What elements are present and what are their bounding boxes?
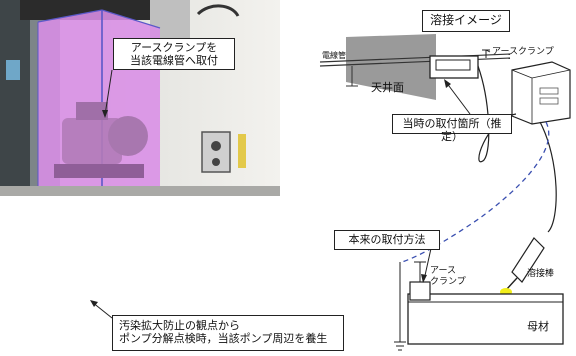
rod-label: 溶接棒 <box>527 269 555 279</box>
ceiling-clamp <box>429 55 479 79</box>
welding-image-title: 溶接イメージ <box>422 10 510 32</box>
proper-clamp-label-line2: クランプ <box>430 277 466 287</box>
welder-machine <box>511 61 571 125</box>
then-location-callout: 当時の取付箇所（推定） <box>392 114 512 143</box>
conduit-label: 電線管 <box>322 51 346 60</box>
protection-callout: 汚染拡大防止の観点から ポンプ分解点検時，当該ポンプ周辺を養生 <box>112 315 344 351</box>
proper-clamp <box>409 281 431 301</box>
protection-callout-line2: ポンプ分解点検時，当該ポンプ周辺を養生 <box>119 332 328 345</box>
base-metal-label: 母材 <box>527 320 549 333</box>
then-location-text: 当時の取付箇所（推定） <box>402 117 502 143</box>
protection-callout-line1: 汚染拡大防止の観点から <box>119 319 240 332</box>
clamp-callout-line1: アースクランプを <box>130 41 218 54</box>
welding-rod-holder <box>505 237 545 291</box>
proper-method-text: 本来の取付方法 <box>348 233 426 246</box>
proper-clamp-label: アース クランプ <box>430 266 466 288</box>
ceiling-label: 天井面 <box>371 81 404 94</box>
welding-image-title-text: 溶接イメージ <box>430 13 502 27</box>
proper-method-callout: 本来の取付方法 <box>334 230 440 250</box>
earth-clamp-label: アースクランプ <box>492 47 554 57</box>
ceiling-block <box>346 34 436 100</box>
clamp-callout-line2: 当該電線管へ取付 <box>130 54 218 67</box>
clamp-callout: アースクランプを 当該電線管へ取付 <box>113 38 235 70</box>
proper-clamp-label-line1: アース <box>430 266 457 276</box>
